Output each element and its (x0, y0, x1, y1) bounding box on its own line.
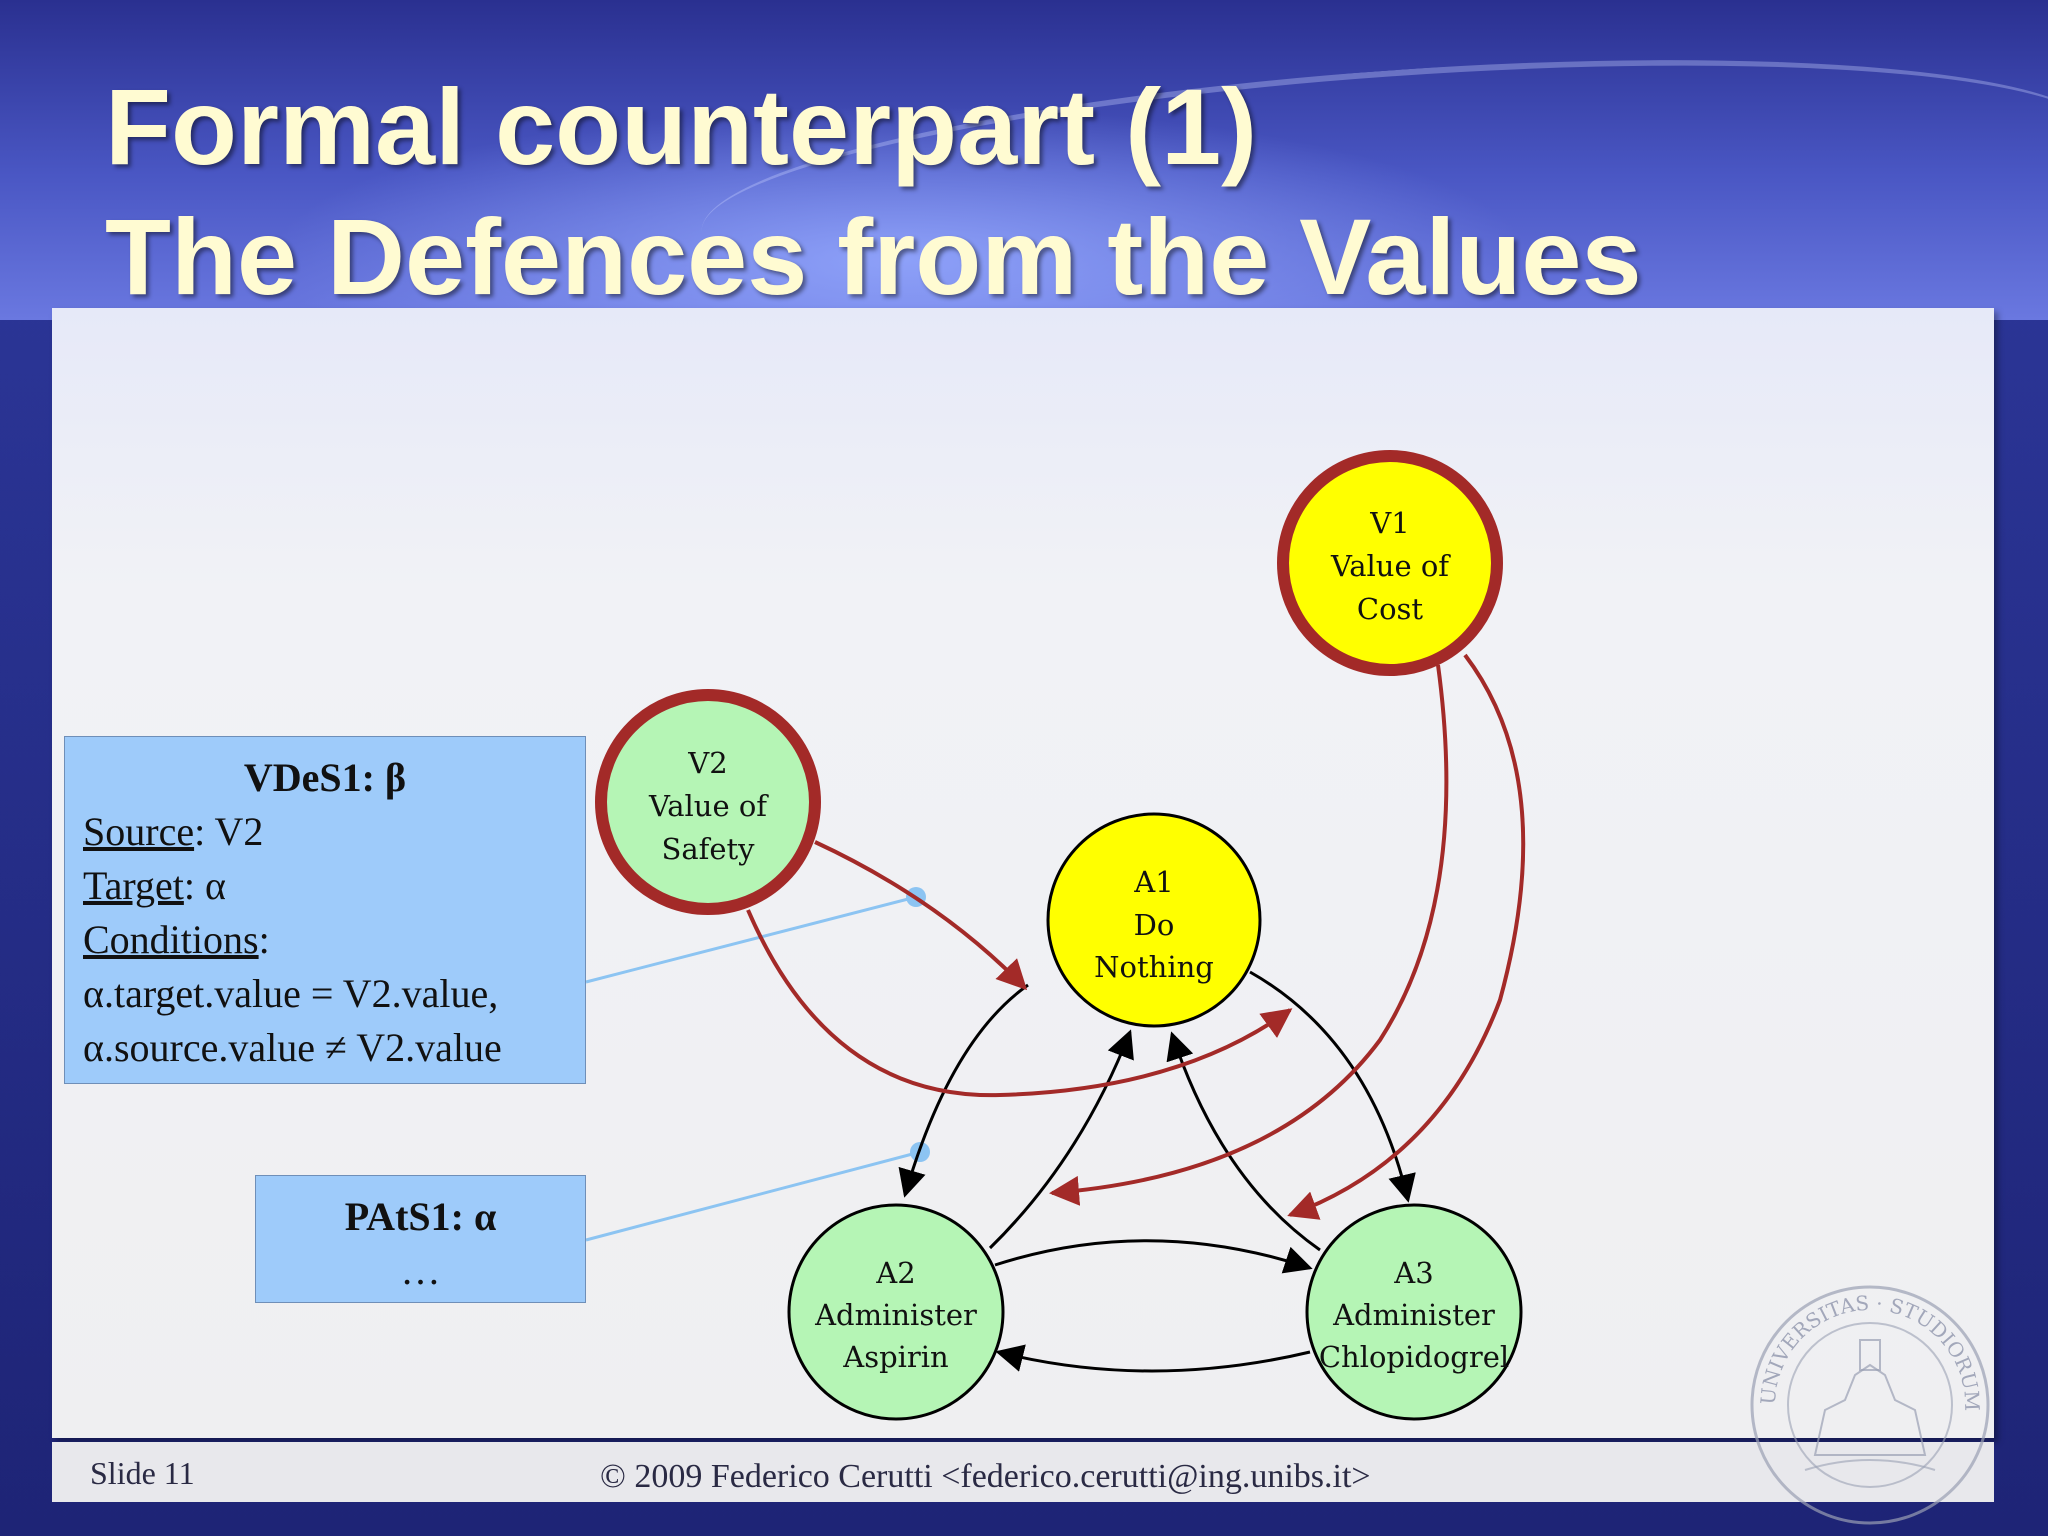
node-v1: V1 Value of Cost (1277, 450, 1503, 676)
vdes-conditions-row: Conditions: (83, 913, 567, 967)
node-v1-line3: Cost (1357, 592, 1424, 626)
copyright-notice: © 2009 Federico Cerutti <federico.cerutt… (600, 1458, 1371, 1495)
title-banner (0, 0, 2048, 320)
vdes-target-row: Target: α (83, 859, 567, 913)
vdes-conditions-colon: : (258, 917, 270, 962)
link-line-vdes (585, 895, 917, 984)
vdes-conditions-label: Conditions (83, 917, 259, 962)
node-a1: A1 Do Nothing (1046, 812, 1262, 1028)
title-line-2: The Defences from the Values (105, 196, 1642, 317)
node-a1-line1: A1 (1133, 865, 1173, 899)
node-v1-line2: Value of (1330, 549, 1451, 583)
vdes-source-row: Source: V2 (83, 805, 567, 859)
node-a2-line3: Aspirin (842, 1340, 948, 1374)
node-a2-line1: A2 (875, 1256, 915, 1290)
edge-a1-to-a2 (898, 983, 1029, 1198)
vdes-condition-2: α.source.value ≠ V2.value (83, 1025, 502, 1070)
edge-a2-to-a1 (988, 1029, 1134, 1250)
edge-a2-to-a3 (994, 1239, 1313, 1274)
value-edge-v2-a2a1 (814, 840, 1028, 991)
link-line-pats (585, 1150, 921, 1242)
node-v2: V2 Value of Safety (595, 689, 821, 915)
vdes-source-value: : V2 (194, 809, 264, 854)
vdes-info-box: VDeS1: β Source: V2 Target: α Conditions… (64, 736, 586, 1084)
footer-bar (52, 1442, 1994, 1502)
node-a3-line1: A3 (1393, 1256, 1433, 1290)
university-seal-logo: UNIVERSITAS · STUDIORUM · BRIXIAE (1745, 1280, 1990, 1525)
node-a1-line3: Nothing (1094, 950, 1214, 984)
edge-a3-to-a1 (1166, 1031, 1321, 1252)
slide-number: Slide 11 (90, 1455, 195, 1491)
node-a2: A2 Administer Aspirin (787, 1203, 1005, 1421)
edge-a3-to-a2 (995, 1344, 1311, 1373)
node-v2-line2: Value of (648, 789, 769, 823)
vdes-condition-1: α.target.value = V2.value, (83, 971, 499, 1016)
title-line-1: Formal counterpart (1) (105, 66, 1258, 187)
node-a1-line2: Do (1134, 908, 1175, 942)
edge-a1-to-a3 (1249, 970, 1416, 1203)
pats-info-box: PAtS1: α … (255, 1175, 586, 1303)
node-v2-line3: Safety (661, 832, 755, 866)
svg-text:UNIVERSITAS · STUDIORUM · BRIX: UNIVERSITAS · STUDIORUM · BRIXIAE (1745, 1280, 1984, 1411)
vdes-title: VDeS1: β (243, 755, 407, 800)
node-a3-line3: Chlopidogrel (1319, 1340, 1509, 1374)
node-v2-line1: V2 (687, 746, 727, 780)
value-edge-v2-a3a1 (746, 909, 1293, 1098)
pats-ellipsis: … (400, 1248, 441, 1293)
vdes-source-label: Source (83, 809, 195, 854)
vdes-target-label: Target (83, 863, 184, 908)
value-edge-v1-a1a3 (1287, 653, 1526, 1220)
pats-title: PAtS1: α (344, 1194, 497, 1239)
node-a3: A3 Administer Chlopidogrel (1305, 1203, 1523, 1421)
slide-title: Formal counterpart (1) The Defences from… (105, 62, 1642, 322)
value-edge-v1-a1a2 (1049, 664, 1449, 1206)
node-a3-line2: Administer (1332, 1298, 1495, 1332)
vdes-target-value: : α (183, 863, 226, 908)
node-a2-line2: Administer (814, 1298, 977, 1332)
node-v1-line1: V1 (1369, 506, 1409, 540)
